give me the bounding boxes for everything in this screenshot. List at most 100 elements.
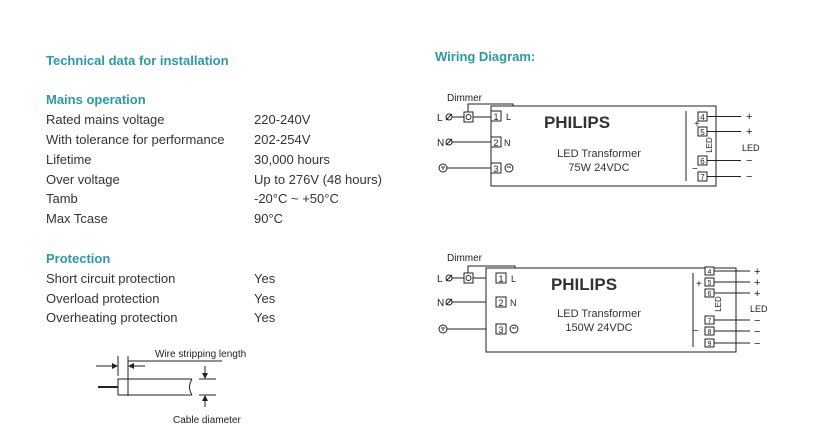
transformer-rating: 150W 24VDC — [565, 322, 632, 334]
mains-row-label: Max Tcase — [46, 211, 108, 226]
earth-icon — [504, 163, 514, 173]
output-terminal-number: 7 — [708, 318, 712, 325]
input-terminal-number: 3 — [498, 325, 503, 335]
output-terminal-number: 5 — [700, 128, 705, 137]
output-plus: + — [754, 266, 760, 278]
l-input-label: L — [437, 274, 443, 285]
output-minus: − — [754, 326, 760, 338]
input-terminal-number: 2 — [493, 138, 498, 148]
install-title: Technical data for installation — [46, 53, 229, 68]
wiring-diagram-150w: Dimmer L N 1 L 2 N 3 PHILIPS LED Trans — [437, 253, 768, 353]
terminal-slash — [445, 113, 453, 121]
input-terminal-letter: N — [510, 298, 517, 308]
transformer-name: LED Transformer — [557, 308, 641, 320]
minus-sign: − — [693, 326, 699, 337]
protection-title: Protection — [46, 251, 111, 266]
l-input-label: L — [437, 113, 443, 124]
input-terminal-letter: N — [504, 138, 511, 148]
led-vertical-label: LED — [714, 296, 723, 312]
dimmer-label: Dimmer — [447, 253, 483, 264]
mains-row-value: -20°C ~ +50°C — [254, 191, 339, 206]
mains-row-value: 220-240V — [254, 112, 311, 127]
protection-row-value: Yes — [254, 310, 276, 325]
output-plus: + — [746, 111, 752, 123]
input-terminal — [495, 323, 507, 335]
wire-stripping-drawing — [96, 356, 222, 407]
protection-row-label: Overload protection — [46, 291, 160, 306]
earth-icon — [438, 324, 448, 334]
wiring-diagram-75w: Dimmer L N 1 L 2 N 3 PHILIPS — [437, 93, 760, 187]
output-terminal-number: 6 — [700, 157, 705, 166]
output-terminal-number: 7 — [700, 173, 705, 182]
input-terminal-number: 2 — [498, 298, 503, 308]
input-terminal-letter: L — [506, 112, 511, 122]
mains-row-value: 202-254V — [254, 132, 311, 147]
transformer-box — [490, 105, 717, 187]
mains-row-label: Over voltage — [46, 172, 120, 187]
dimmer-icon — [463, 272, 474, 284]
protection-row-label: Overheating protection — [46, 310, 178, 325]
terminal-slash — [445, 298, 453, 306]
input-terminal-number: 3 — [493, 164, 498, 174]
philips-logo: PHILIPS — [544, 113, 610, 132]
output-terminal-number: 6 — [708, 291, 712, 298]
dimmer-knob — [465, 114, 472, 120]
protection-row-label: Short circuit protection — [46, 271, 176, 286]
transformer-box — [485, 267, 737, 353]
dimmer-icon — [463, 111, 474, 123]
minus-sign: − — [692, 164, 698, 175]
mains-title: Mains operation — [46, 92, 146, 107]
output-plus: + — [746, 126, 752, 138]
output-minus: − — [754, 338, 760, 350]
output-terminal-number: 9 — [708, 341, 712, 348]
transformer-rating: 75W 24VDC — [568, 162, 629, 174]
terminal-slash — [445, 138, 453, 146]
output-minus: − — [746, 171, 752, 183]
strip-label: Wire stripping length — [155, 349, 246, 360]
input-terminal-number: 1 — [493, 112, 498, 122]
dimmer-knob — [465, 275, 472, 281]
mains-row-label: Tamb — [46, 191, 78, 206]
mains-row-value: Up to 276V (48 hours) — [254, 172, 382, 187]
input-terminal — [490, 162, 502, 174]
output-plus: + — [754, 277, 760, 289]
mains-row-label: Rated mains voltage — [46, 112, 165, 127]
output-terminal-number: 5 — [708, 280, 712, 287]
n-input-label: N — [437, 298, 444, 309]
led-label: LED — [750, 304, 768, 314]
wiring-title: Wiring Diagram: — [435, 49, 536, 64]
cable-break-end — [189, 378, 193, 396]
cable-label: Cable diameter — [173, 415, 241, 426]
output-minus: − — [754, 315, 760, 327]
transformer-name: LED Transformer — [557, 148, 641, 160]
mains-row-value: 30,000 hours — [254, 152, 330, 167]
led-label: LED — [742, 143, 760, 153]
earth-icon — [509, 324, 519, 334]
output-terminal-number: 4 — [700, 113, 705, 122]
mains-row-label: Lifetime — [46, 152, 92, 167]
dimmer-label: Dimmer — [447, 93, 483, 104]
mains-row-label: With tolerance for performance — [46, 132, 225, 147]
stripped-end — [117, 378, 129, 396]
plus-sign: + — [696, 279, 702, 290]
protection-row-value: Yes — [254, 271, 276, 286]
output-terminal-number: 4 — [708, 269, 712, 276]
philips-logo: PHILIPS — [551, 275, 617, 294]
mains-row-value: 90°C — [254, 211, 284, 226]
protection-row-value: Yes — [254, 291, 276, 306]
input-terminal-letter: L — [511, 274, 516, 284]
input-terminal — [495, 272, 507, 284]
earth-icon — [438, 163, 448, 173]
input-terminal-number: 1 — [498, 274, 503, 284]
output-plus: + — [754, 288, 760, 300]
output-minus: − — [746, 155, 752, 167]
input-terminal — [490, 136, 502, 148]
led-vertical-label: LED — [705, 137, 714, 153]
input-terminal — [490, 110, 502, 122]
input-terminal — [495, 296, 507, 308]
plus-sign: + — [694, 119, 700, 130]
terminal-slash — [445, 274, 453, 282]
n-input-label: N — [437, 138, 444, 149]
output-terminal-number: 8 — [708, 329, 712, 336]
